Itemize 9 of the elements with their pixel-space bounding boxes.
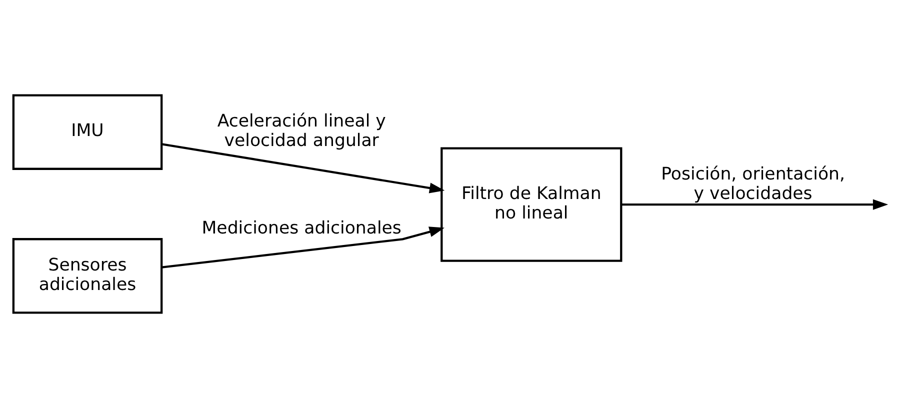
edge-label: Mediciones adicionales — [202, 218, 402, 239]
edge-label: Aceleración lineal y velocidad angular — [217, 111, 386, 151]
arrow — [162, 143, 445, 194]
node-box: Sensores adicionales — [12, 238, 163, 314]
node-box: Filtro de Kalman no lineal — [440, 147, 622, 262]
arrow — [621, 199, 888, 210]
arrow — [162, 226, 444, 268]
node-box: IMU — [12, 94, 163, 170]
edge-label: Posición, orientación, y velocidades — [661, 164, 846, 204]
